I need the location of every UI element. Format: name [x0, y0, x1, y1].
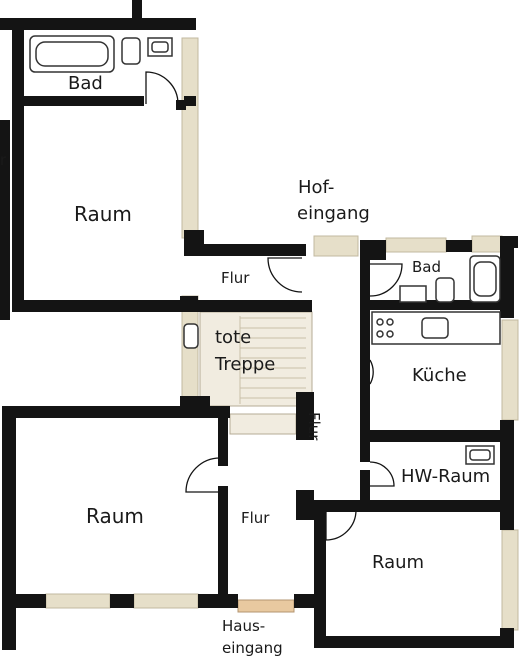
- stair-area: [199, 311, 313, 435]
- label-kueche: Küche: [412, 365, 467, 386]
- door-raum-bottom-right: [325, 509, 357, 541]
- window-bottom-left: [45, 593, 111, 609]
- label-flur-upper: Flur: [221, 269, 250, 287]
- door-raum-bottom-left: [185, 457, 221, 493]
- fixtures: [29, 35, 501, 465]
- window-bad-right-corner: [471, 235, 503, 253]
- door-bad-top: [145, 71, 179, 105]
- window-top-right-vertical: [181, 37, 199, 239]
- window-hof-door: [313, 235, 359, 257]
- label-hw-raum: HW-Raum: [401, 466, 491, 487]
- label-raum-top-left: Raum: [74, 202, 132, 226]
- label-tote-line2: Treppe: [215, 354, 276, 375]
- door-hw: [369, 461, 395, 487]
- label-haus-line1: Haus-: [222, 617, 266, 635]
- label-hof-line2: eingang: [297, 203, 370, 224]
- label-tote-line1: tote: [215, 327, 252, 348]
- entrance-mat: [237, 599, 295, 613]
- door-swings: [145, 71, 403, 541]
- window-right-raum: [501, 529, 519, 631]
- label-bad-right: Bad: [412, 258, 442, 276]
- walls: [0, 0, 518, 650]
- label-flur-vertical: Flur: [305, 412, 323, 441]
- toilet-right: [435, 277, 455, 303]
- label-flur-lower: Flur: [241, 509, 270, 527]
- toilet-stair: [183, 323, 199, 349]
- door-flur-upper: [267, 257, 303, 293]
- window-right-kitchen: [501, 319, 519, 421]
- label-bad-top: Bad: [68, 73, 103, 94]
- door-bad-right: [369, 263, 403, 297]
- window-bad-right-top: [385, 237, 447, 253]
- label-edge-fragment: r: [0, 151, 7, 169]
- bathtub-top: [29, 35, 115, 73]
- label-raum-bottom-left: Raum: [86, 504, 144, 528]
- window-staircase: [181, 295, 199, 407]
- toilet-top: [121, 37, 141, 65]
- sink-right: [399, 285, 427, 303]
- door-kueche: [369, 359, 374, 385]
- label-raum-bottom-right: Raum: [372, 552, 425, 573]
- label-haus-line2: eingang: [222, 639, 283, 657]
- window-bottom-mid: [133, 593, 199, 609]
- label-hof-line1: Hof-: [298, 177, 335, 198]
- bathtub-right: [469, 255, 501, 303]
